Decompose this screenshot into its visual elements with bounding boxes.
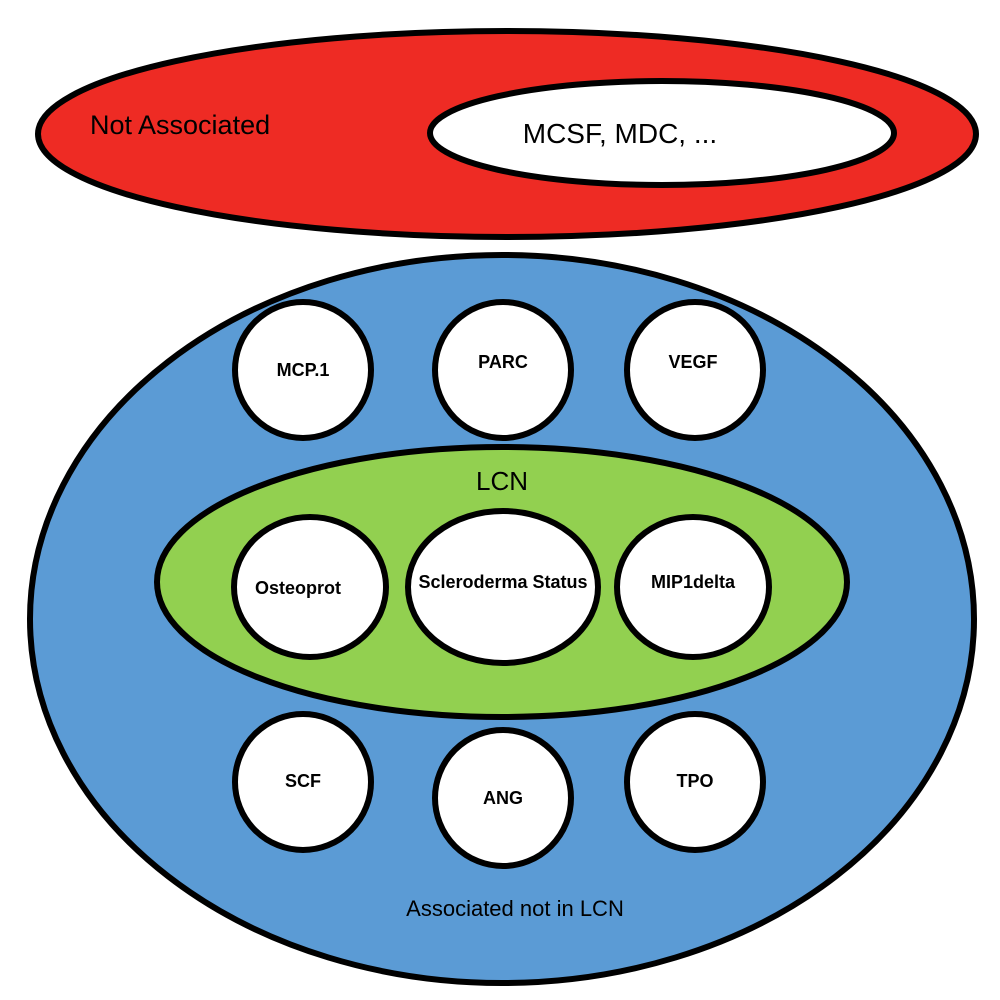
- node-ang: [432, 727, 574, 869]
- associated-label: Associated not in LCN: [406, 896, 624, 921]
- lcn-label: LCN: [476, 466, 528, 496]
- not-associated-label: Not Associated: [90, 110, 270, 140]
- node-scf-label: SCF: [285, 771, 321, 791]
- node-scleroderma-status-label: Scleroderma Status: [418, 572, 587, 592]
- node-osteoprot: [231, 514, 389, 660]
- node-vegf: [624, 299, 766, 441]
- node-mip1delta: [614, 514, 772, 660]
- lcn-group: LCN Osteoprot Scleroderma Status MIP1del…: [154, 444, 850, 720]
- node-mip1delta-label: MIP1delta: [651, 572, 736, 592]
- not-associated-members-label: MCSF, MDC, ...: [523, 118, 717, 149]
- not-associated-members-ellipse: [427, 78, 897, 188]
- node-scleroderma-status: [405, 508, 601, 666]
- node-vegf-label: VEGF: [668, 352, 717, 372]
- node-tpo-label: TPO: [676, 771, 713, 791]
- node-parc: [432, 299, 574, 441]
- node-mcp1: [232, 299, 374, 441]
- node-scf: [232, 711, 374, 853]
- node-mcp1-label: MCP.1: [277, 360, 330, 380]
- node-osteoprot-label: Osteoprot: [255, 578, 341, 598]
- not-associated-group: Not Associated MCSF, MDC, ...: [35, 28, 979, 240]
- node-tpo: [624, 711, 766, 853]
- node-ang-label: ANG: [483, 788, 523, 808]
- node-parc-label: PARC: [478, 352, 528, 372]
